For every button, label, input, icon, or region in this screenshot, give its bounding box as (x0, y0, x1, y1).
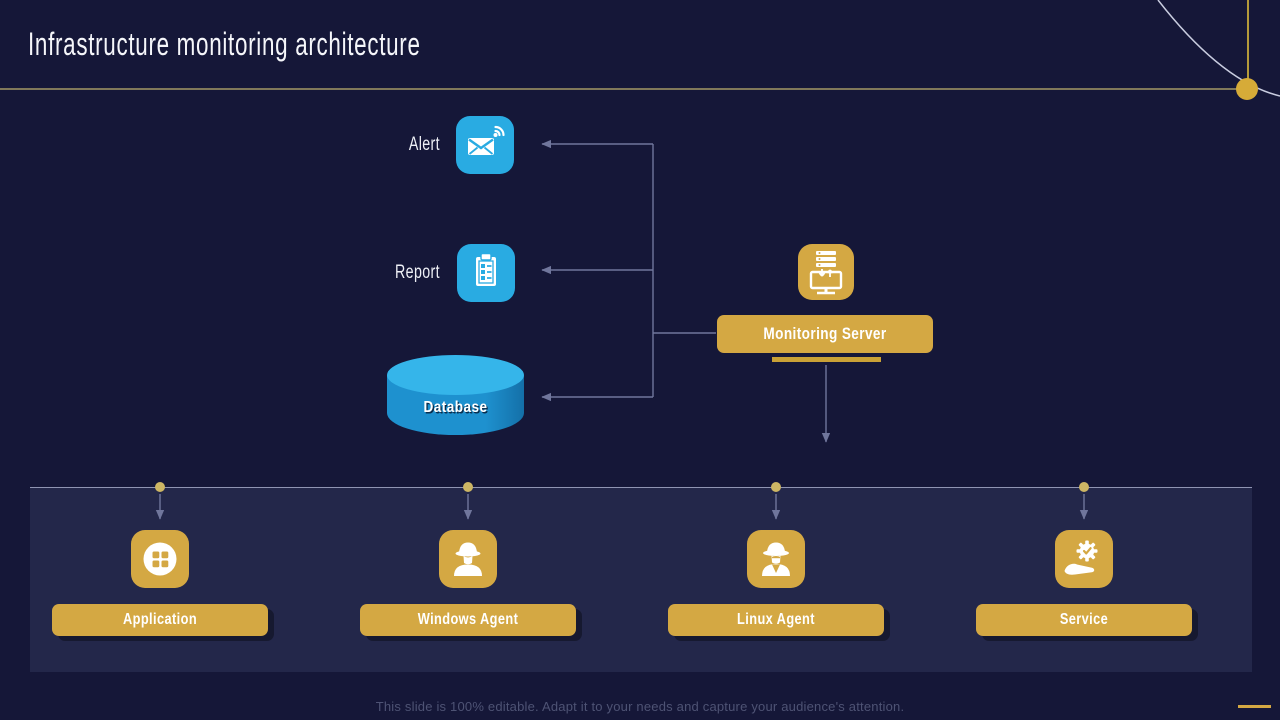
panel-dots (155, 482, 1089, 492)
wire-group (155, 139, 1089, 520)
server-monitor-icon (809, 251, 843, 295)
mail-wireless-icon (468, 125, 505, 155)
application-button[interactable]: Application (52, 604, 268, 636)
corner-circle (1236, 78, 1258, 100)
monitoring-server-button[interactable]: Monitoring Server (717, 315, 933, 353)
monitoring-server-node[interactable] (798, 244, 854, 300)
server-underline (772, 357, 881, 362)
monitoring-server-label: Monitoring Server (763, 324, 887, 343)
windows-agent-button[interactable]: Windows Agent (360, 604, 576, 636)
sources-panel (30, 487, 1252, 672)
application-label: Application (122, 611, 198, 628)
service-button[interactable]: Service (976, 604, 1192, 636)
service-label: Service (1059, 611, 1109, 628)
corner-dash (1238, 705, 1271, 708)
clipboard-checklist-icon (476, 252, 496, 286)
spy-person-icon (762, 542, 790, 576)
windows-agent-label: Windows Agent (417, 611, 519, 628)
application-node[interactable] (131, 530, 189, 588)
app-grid-icon (143, 542, 177, 576)
alert-node[interactable] (456, 116, 514, 174)
report-node[interactable] (457, 244, 515, 302)
report-label: Report (394, 262, 440, 283)
page-title: Infrastructure monitoring architecture (28, 26, 421, 62)
database-cylinder-icon (387, 355, 524, 435)
database-label: Database (423, 399, 488, 416)
alert-label: Alert (408, 134, 440, 155)
linux-agent-node[interactable] (747, 530, 805, 588)
database-node[interactable]: Database (387, 355, 524, 437)
header-decor (0, 0, 1280, 100)
service-node[interactable] (1055, 530, 1113, 588)
corner-arc (1157, 0, 1280, 97)
agent-person-icon (454, 542, 482, 576)
windows-agent-node[interactable] (439, 530, 497, 588)
linux-agent-label: Linux Agent (737, 611, 815, 628)
linux-agent-button[interactable]: Linux Agent (668, 604, 884, 636)
hand-gear-icon (1064, 540, 1098, 575)
footer-note: This slide is 100% editable. Adapt it to… (375, 699, 905, 714)
